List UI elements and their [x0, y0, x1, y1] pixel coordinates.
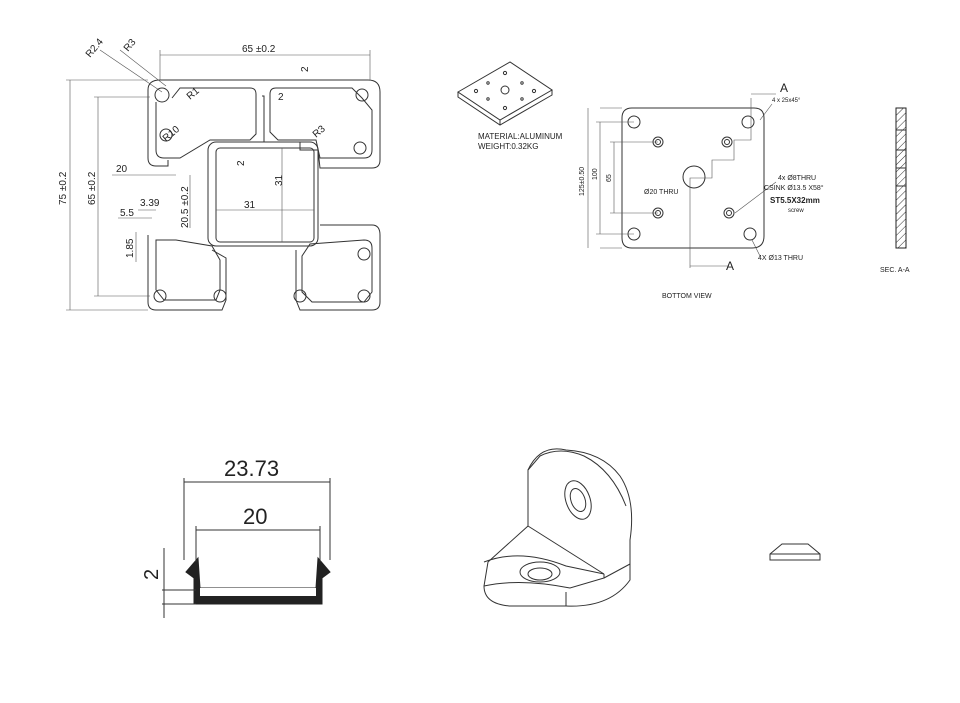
dim-wall-top: 2 — [300, 66, 311, 72]
plate-bottom-view — [587, 93, 777, 268]
csink-label: CSINK Ø13.5 X58° — [764, 184, 824, 192]
dim-wall-center: 2 — [236, 160, 247, 166]
cover-dim-inner: 20 — [243, 504, 267, 529]
section-a-bottom: A — [726, 259, 734, 273]
angle-bracket-drawing — [483, 448, 633, 607]
section-aa-drawing — [895, 107, 907, 249]
holes-8-label: 4x Ø8THRU — [778, 175, 816, 182]
bottom-view-label: BOTTOM VIEW — [662, 293, 712, 300]
dim-radius-r3-top: R3 — [122, 37, 139, 54]
dim-square-width: 31 — [244, 200, 256, 211]
profile-slot-circle — [154, 87, 170, 103]
profile-cavity-bottom-right — [301, 239, 373, 303]
profile-center-tube-outer — [207, 141, 319, 247]
profile-slot-circle — [153, 289, 167, 303]
profile-cavity-top-right — [269, 87, 373, 159]
chamfer-label: 4 x 25x45° — [772, 98, 801, 104]
dim-185: 1.85 — [125, 238, 136, 258]
profile-slot-circle — [357, 289, 371, 303]
material-label: MATERIAL:ALUMINUM — [478, 132, 563, 141]
dim-radius-r3-right: R3 — [311, 123, 328, 140]
screw-spec-label: ST5.5X32mm — [770, 196, 820, 205]
screw-label: screw — [788, 208, 804, 214]
dim-square-height: 31 — [274, 174, 285, 186]
dim-height-inner: 65 ±0.2 — [87, 171, 98, 205]
cover-dim-thickness: 2 — [141, 569, 163, 580]
profile-cavity-top-left — [155, 87, 257, 159]
wedge-part-drawing — [769, 543, 821, 561]
profile-slot-circle — [159, 128, 173, 142]
profile-slot-circle — [213, 289, 227, 303]
dim-125: 125±0.50 — [579, 167, 586, 196]
weight-label: WEIGHT:0.32KG — [478, 142, 538, 151]
plate-isometric — [457, 61, 553, 126]
profile-slot-circle — [357, 247, 371, 261]
profile-cavity-bottom-left — [155, 239, 221, 301]
cover-dim-outer: 23.73 — [224, 456, 279, 481]
center-hole-label: Ø20 THRU — [644, 189, 679, 196]
dim-height-outer: 75 ±0.2 — [58, 171, 69, 205]
profile-outline — [147, 79, 381, 311]
dim-width-top: 65 ±0.2 — [242, 44, 276, 55]
dim-339: 3.39 — [140, 198, 160, 209]
section-a-top: A — [780, 81, 788, 95]
profile-center-tube-inner — [215, 147, 315, 243]
dim-55: 5.5 — [120, 208, 134, 219]
profile-section-drawing: 65 ±0.2 75 ±0.2 65 ±0.2 R2.4 R3 R1 R10 R… — [58, 36, 381, 311]
dim-65: 65 — [606, 174, 613, 182]
section-aa-label: SEC. A-A — [880, 267, 910, 274]
cover-strip-drawing — [162, 478, 331, 618]
profile-slot-circle — [293, 289, 307, 303]
holes-13-label: 4X Ø13 THRU — [758, 255, 803, 262]
dim-wall-mid: 2 — [278, 92, 284, 103]
dim-center-height: 20.5 ±0.2 — [180, 186, 191, 228]
profile-slot-circle — [355, 88, 369, 102]
dim-left-20: 20 — [116, 164, 128, 175]
dim-radius-r24: R2.4 — [84, 36, 106, 60]
profile-slot-circle — [353, 141, 367, 155]
dim-100: 100 — [592, 168, 599, 180]
dim-radius-r10: R10 — [161, 124, 182, 145]
